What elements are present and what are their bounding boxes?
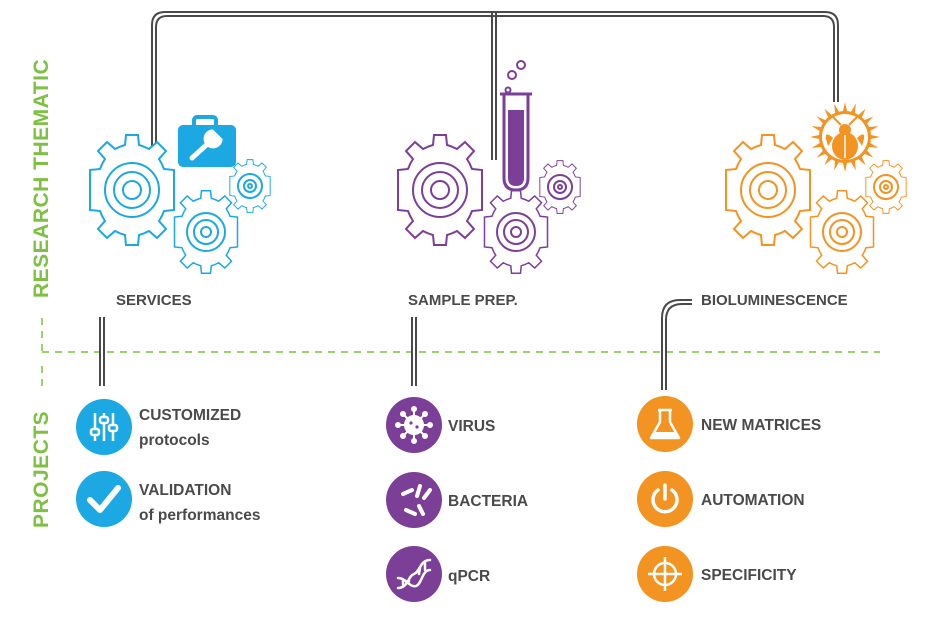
project-title: CUSTOMIZED [139, 407, 242, 424]
project-title: SPECIFICITY [701, 567, 797, 584]
project-title: VALIDATION [139, 482, 232, 499]
test-tube-icon [500, 60, 532, 192]
project-virus: VIRUS [448, 414, 495, 439]
projects-label: PROJECTS [30, 410, 53, 528]
top-connector [151, 11, 839, 160]
project-connectors [99, 299, 692, 390]
project-subtitle: protocols [139, 432, 210, 449]
bacteria-icon [386, 472, 442, 528]
sun-ray [867, 142, 879, 148]
project-customized: CUSTOMIZED protocols [139, 403, 241, 453]
bioluminescence-gears [725, 134, 907, 274]
project-specificity: SPECIFICITY [701, 563, 797, 588]
toolbox-icon [178, 115, 236, 167]
project-bacteria: BACTERIA [448, 489, 528, 514]
project-title: qPCR [448, 568, 491, 585]
sliders-icon [76, 399, 132, 455]
project-title: AUTOMATION [701, 492, 805, 509]
sun-ray [834, 159, 840, 171]
theme-label-bioluminescence: BIOLUMINESCENCE [701, 292, 848, 309]
dna-icon [386, 546, 442, 602]
project-new-matrices: NEW MATRICES [701, 413, 821, 438]
theme-label-sample-prep: SAMPLE PREP. [408, 292, 518, 309]
research-thematic-label: RESEARCH THEMATIC [30, 58, 53, 298]
crosshair-icon [637, 546, 693, 602]
power-icon [637, 471, 693, 527]
project-title: BACTERIA [448, 493, 529, 510]
sun-ray [810, 134, 821, 140]
project-title: VIRUS [448, 418, 496, 435]
sun-ray [811, 142, 823, 148]
project-validation: VALIDATION of performances [139, 478, 260, 528]
sun-ray [867, 126, 879, 132]
project-qpcr: qPCR [448, 564, 490, 589]
checkmark-icon [76, 471, 132, 527]
sun-ray [834, 103, 840, 115]
flask-icon [637, 396, 693, 452]
firefly-icon [810, 102, 880, 172]
sun-ray [869, 134, 880, 140]
project-title: NEW MATRICES [701, 417, 822, 434]
sun-ray [811, 126, 823, 132]
services-gears [89, 134, 271, 274]
project-subtitle: of performances [139, 507, 261, 524]
project-automation: AUTOMATION [701, 488, 805, 513]
sun-ray [842, 102, 848, 113]
sun-ray [850, 159, 856, 171]
sun-ray [850, 103, 856, 115]
sample-prep-gears [397, 134, 581, 274]
theme-label-services: SERVICES [116, 292, 192, 309]
virus-icon [386, 397, 442, 453]
sun-ray [842, 161, 848, 172]
